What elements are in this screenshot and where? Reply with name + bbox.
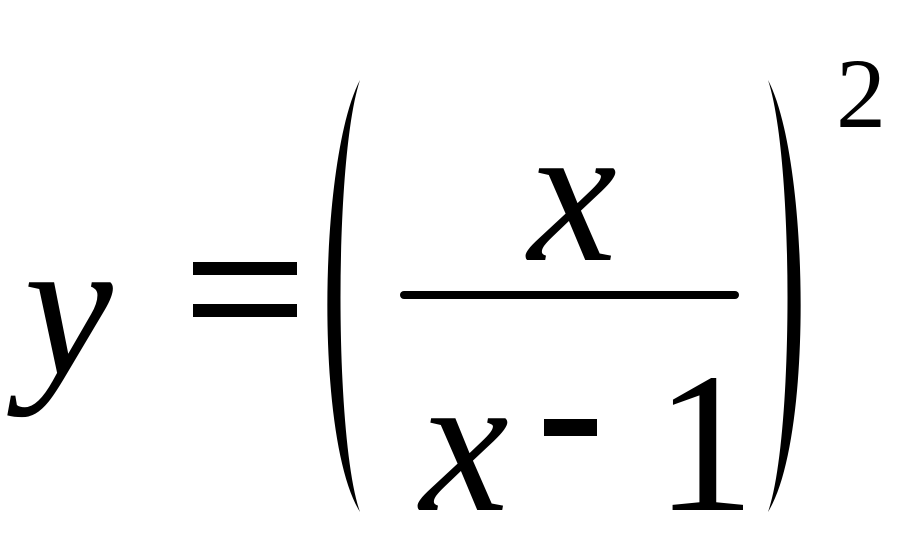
left-parenthesis xyxy=(327,80,360,512)
equals-top-bar xyxy=(193,262,297,275)
right-parenthesis xyxy=(768,80,801,512)
minus-sign xyxy=(544,419,597,436)
numerator-variable-x: x xyxy=(528,83,617,304)
equals-bottom-bar xyxy=(193,304,297,317)
denominator-variable-x: x xyxy=(420,333,509,554)
exponent-two: 2 xyxy=(836,38,886,149)
denominator-constant-one: 1 xyxy=(655,333,755,554)
lhs-variable-y: y xyxy=(24,197,113,418)
fraction-bar xyxy=(400,291,739,299)
